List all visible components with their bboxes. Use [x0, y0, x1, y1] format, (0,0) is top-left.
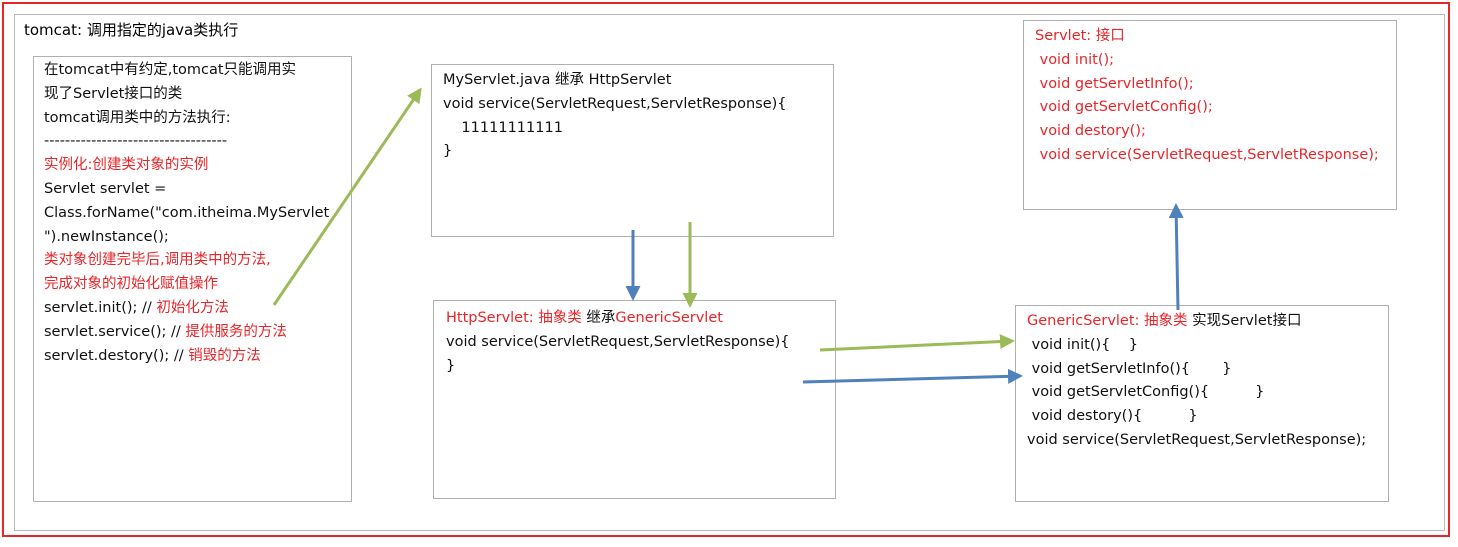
tomcat-explanation-box: 在tomcat中有约定,tomcat只能调用实 现了Servlet接口的类 to…: [33, 56, 352, 502]
inner-grey-frame: [14, 14, 1445, 531]
genericservlet-box: GenericServlet: 抽象类 实现Servlet接口 void ini…: [1015, 305, 1389, 502]
tomcat-line-1: 在tomcat中有约定,tomcat只能调用实: [44, 62, 297, 78]
myservlet-line-2: void service(ServletRequest,ServletRespo…: [443, 95, 787, 112]
httpservlet-header: HttpServlet: 抽象类 继承GenericServlet: [446, 307, 835, 331]
myservlet-line-3: 11111111111: [443, 119, 563, 136]
genericservlet-line-3: void getServletInfo(){ }: [1027, 360, 1232, 377]
httpservlet-header-red2: GenericServlet: [615, 310, 723, 326]
genericservlet-line-5: void destory(){ }: [1027, 408, 1198, 425]
httpservlet-header-red: HttpServlet: 抽象类: [446, 310, 587, 326]
diagram-title: tomcat: 调用指定的java类执行: [24, 21, 239, 39]
genericservlet-header-red: GenericServlet: 抽象类: [1027, 313, 1193, 329]
httpservlet-line-2: void service(ServletRequest,ServletRespo…: [446, 333, 790, 350]
tomcat-line-2: 现了Servlet接口的类: [44, 85, 183, 102]
tomcat-line-7: Class.forName("com.itheima.MyServlet: [44, 204, 330, 221]
tomcat-line-10: 完成对象的初始化赋值操作: [44, 276, 218, 293]
destroy-comment: 销毁的方法: [188, 347, 261, 364]
genericservlet-line-2: void init(){ }: [1027, 336, 1139, 353]
myservlet-line-4: }: [443, 143, 453, 160]
tomcat-line-3: tomcat调用类中的方法执行:: [44, 109, 231, 126]
servlet-line-3: void getServletInfo();: [1035, 75, 1194, 92]
tomcat-separator: -----------------------------------: [44, 133, 228, 150]
httpservlet-header-black: 继承: [586, 310, 616, 326]
destroy-code: servlet.destory(); //: [44, 347, 189, 364]
servlet-line-4: void getServletConfig();: [1035, 99, 1213, 116]
outer-red-frame: [2, 2, 1450, 537]
genericservlet-header-black: 实现Servlet接口: [1192, 313, 1302, 329]
genericservlet-line-6: void service(ServletRequest,ServletRespo…: [1027, 431, 1367, 448]
service-code: servlet.service(); //: [44, 323, 186, 340]
servlet-interface-box: Servlet: 接口 void init(); void getServlet…: [1023, 20, 1397, 210]
service-comment: 提供服务的方法: [185, 323, 287, 340]
init-comment: 初始化方法: [156, 299, 229, 316]
tomcat-line-6: Servlet servlet =: [44, 180, 167, 197]
httpservlet-box: HttpServlet: 抽象类 继承GenericServlet void s…: [433, 300, 836, 499]
servlet-header: Servlet: 接口: [1035, 28, 1125, 44]
tomcat-service-line: servlet.service(); // 提供服务的方法: [44, 321, 351, 345]
tomcat-line-instantiate: 实例化:创建类对象的实例: [44, 157, 209, 174]
servlet-line-6: void service(ServletRequest,ServletRespo…: [1035, 146, 1379, 163]
genericservlet-line-4: void getServletConfig(){ }: [1027, 384, 1265, 401]
httpservlet-line-4: }: [446, 357, 456, 374]
tomcat-init-line: servlet.init(); // 初始化方法: [44, 297, 351, 321]
tomcat-destroy-line: servlet.destory(); // 销毁的方法: [44, 345, 351, 369]
genericservlet-header: GenericServlet: 抽象类 实现Servlet接口: [1027, 310, 1388, 334]
init-code: servlet.init(); //: [44, 299, 157, 316]
myservlet-header: MyServlet.java 继承 HttpServlet: [443, 72, 672, 88]
tomcat-line-8: ").newInstance();: [44, 228, 169, 245]
myservlet-box: MyServlet.java 继承 HttpServlet void servi…: [431, 64, 834, 237]
tomcat-line-9: 类对象创建完毕后,调用类中的方法,: [44, 252, 271, 269]
servlet-line-5: void destory();: [1035, 123, 1146, 140]
servlet-line-2: void init();: [1035, 51, 1115, 68]
